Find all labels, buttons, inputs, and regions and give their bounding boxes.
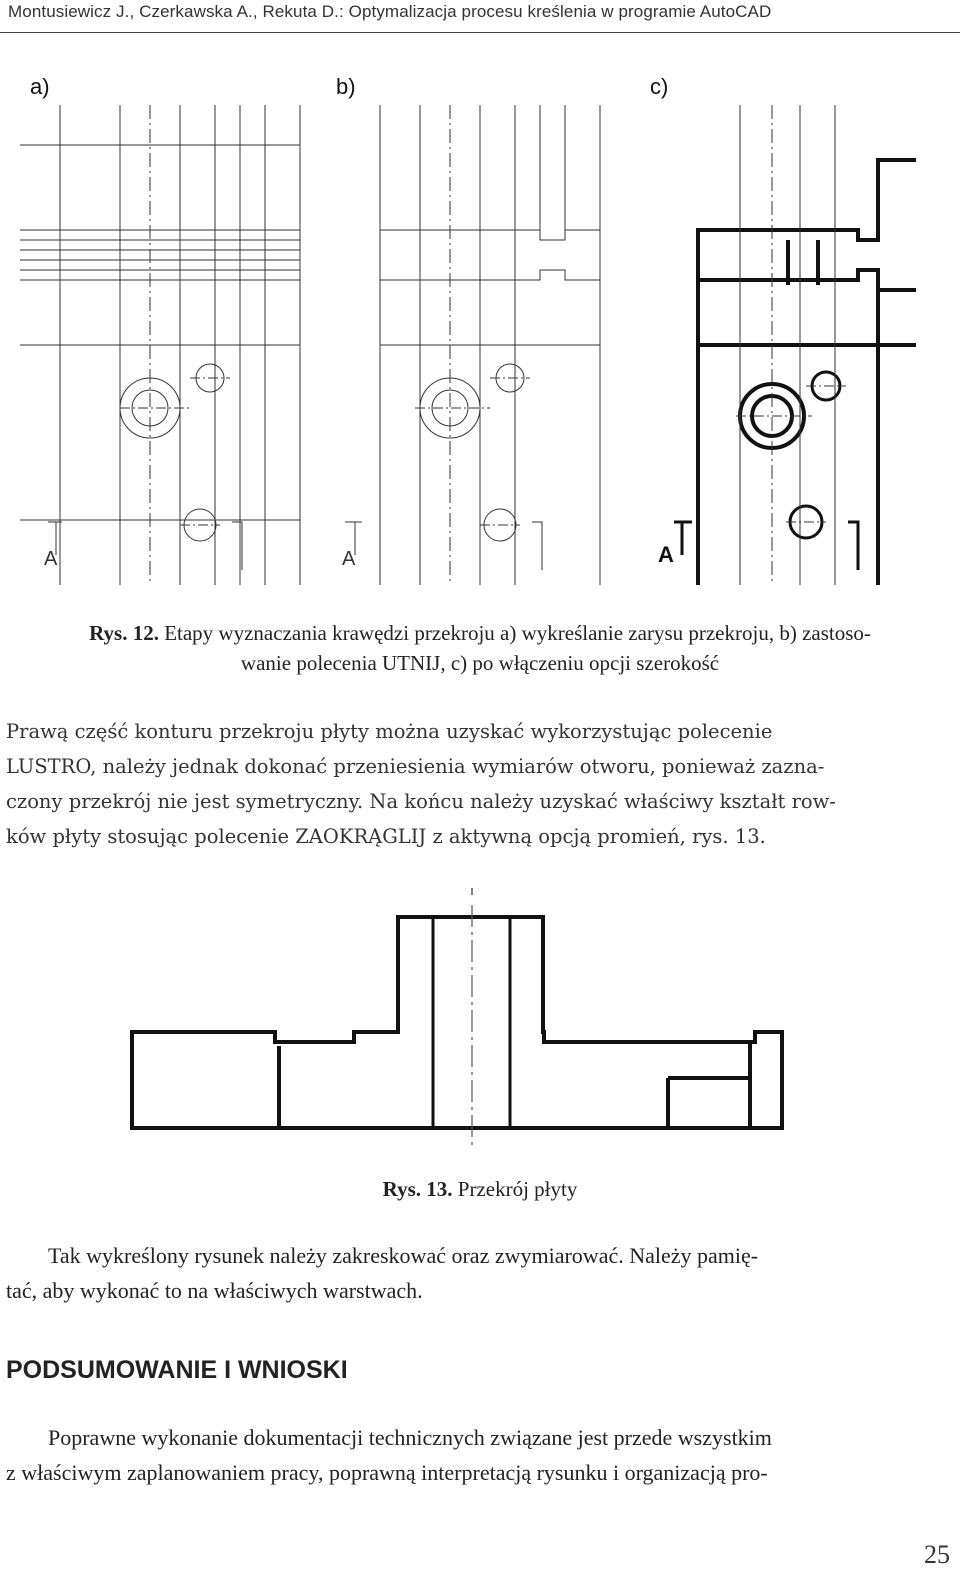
running-header: Montusiewicz J., Czerkawska A., Rekuta D… (8, 2, 772, 21)
figure13-caption: Rys. 13. Przekrój płyty (0, 1174, 960, 1204)
paragraph-1-line: czony przekrój nie jest symetryczny. Na … (6, 790, 836, 813)
paragraph-1-line: ków płyty stosując polecenie ZAOKRĄGLIJ … (6, 825, 766, 848)
paragraph-3-line: Poprawne wykonanie dokumentacji technicz… (48, 1425, 772, 1450)
paragraph-1-line: LUSTRO, należy jednak dokonać przeniesie… (6, 755, 825, 778)
paragraph-3: Poprawne wykonanie dokumentacji technicz… (6, 1420, 952, 1490)
figure12-caption-line2: wanie polecenia UTNIJ, c) po włączeniu o… (240, 651, 720, 675)
panel-label-c: c) (650, 74, 668, 99)
section-marker-b: A (342, 548, 356, 570)
header-rule (0, 32, 960, 33)
figure12-caption: Rys. 12. Etapy wyznaczania krawędzi prze… (0, 618, 960, 678)
panel-label-a: a) (30, 74, 50, 99)
page-number: 25 (924, 1540, 950, 1569)
figure13-caption-text: Przekrój płyty (452, 1177, 578, 1201)
drawing-panel-c-thin (736, 105, 846, 585)
drawing-fig13 (130, 888, 784, 1150)
figure13-caption-prefix: Rys. 13. (382, 1177, 453, 1201)
paragraph-3-line: z właściwym zaplanowaniem pracy, poprawn… (6, 1460, 768, 1485)
paragraph-1-line: Prawą część konturu przekroju płyty możn… (6, 720, 773, 743)
paragraph-2-line: Tak wykreślony rysunek należy zakreskowa… (48, 1243, 759, 1268)
section-marker-c: A (658, 542, 674, 567)
figure12-caption-line1: Etapy wyznaczania krawędzi przekroju a) … (158, 621, 871, 645)
drawing-panel-c (674, 158, 916, 585)
figure12-caption-prefix: Rys. 12. (89, 621, 159, 645)
paragraph-2: Tak wykreślony rysunek należy zakreskowa… (6, 1238, 952, 1308)
drawing-panel-a: A (20, 105, 301, 585)
paragraph-1: Prawą część konturu przekroju płyty możn… (6, 714, 952, 854)
drawing-panel-b: A (342, 105, 601, 585)
section-title: PODSUMOWANIE I WNIOSKI (6, 1356, 348, 1384)
paragraph-2-line: tać, aby wykonać to na właściwych warstw… (6, 1278, 423, 1303)
panel-label-b: b) (336, 74, 356, 99)
section-marker-a: A (44, 548, 58, 570)
